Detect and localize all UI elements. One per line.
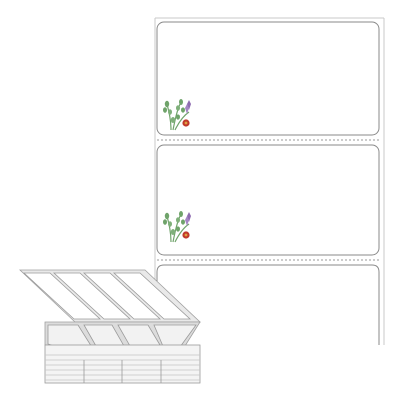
label-1 xyxy=(156,21,380,136)
stack-column-dividers xyxy=(83,360,162,383)
label-2 xyxy=(156,144,380,256)
fan-top-label-1 xyxy=(22,272,102,320)
fanfold-label-stack-icon xyxy=(18,269,202,384)
label-2-outline xyxy=(156,144,380,256)
fan-top-label-3 xyxy=(82,272,162,320)
stack-layers xyxy=(45,354,200,381)
label-3 xyxy=(156,264,380,345)
stack-front xyxy=(44,344,201,384)
label-1-outline xyxy=(156,21,380,136)
floral-motif-icon xyxy=(163,99,191,131)
floral-motif-icon xyxy=(163,211,191,243)
label-3-outline xyxy=(156,264,380,345)
fan-top-label-4 xyxy=(112,272,192,320)
fan-top-label-2 xyxy=(52,272,132,320)
